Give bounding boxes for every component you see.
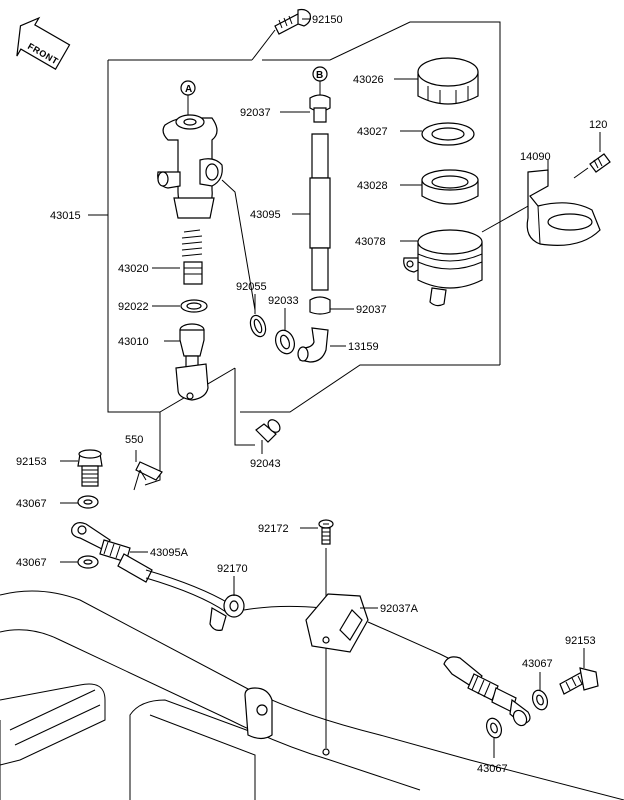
bolt-92153-right: [559, 648, 599, 695]
label-92055: 92055: [236, 281, 267, 293]
label-43078: 43078: [355, 236, 386, 248]
label-92043: 92043: [250, 458, 281, 470]
label-43067-a: 43067: [16, 498, 47, 510]
diaphragm-plate-43027: [400, 122, 475, 146]
screw-120: [573, 132, 611, 179]
chassis-outline: [0, 590, 624, 800]
master-cylinder-body: A: [157, 80, 256, 311]
label-92037A: 92037A: [380, 603, 419, 615]
o-ring-92055: [249, 314, 267, 338]
label-120: 120: [589, 119, 607, 131]
label-43067-d: 43067: [477, 763, 508, 775]
washer-43067-a: [60, 495, 99, 509]
label-43028: 43028: [357, 180, 388, 192]
svg-text:A: A: [185, 84, 192, 95]
label-43026: 43026: [353, 74, 384, 86]
clamp-92037A: [305, 593, 449, 659]
label-13159: 13159: [348, 341, 379, 353]
bolt-92153-left: [60, 449, 103, 487]
label-43067-c: 43067: [522, 658, 553, 670]
pin-92043: [255, 419, 281, 454]
bracket-14090: [526, 160, 601, 246]
clip-92022: [152, 299, 208, 313]
washer-43067-d: [485, 717, 503, 758]
label-92033: 92033: [268, 295, 299, 307]
diaphragm-43028: [400, 169, 479, 205]
label-92022: 92022: [118, 301, 149, 313]
washer-43067-c: [531, 672, 549, 711]
label-92153-left: 92153: [16, 456, 47, 468]
label-43010: 43010: [118, 336, 149, 348]
label-14090: 14090: [520, 151, 551, 163]
hose-43095: B: [280, 66, 354, 363]
cotter-pin-550: [133, 450, 163, 491]
hose-end-right: [443, 656, 531, 727]
label-550: 550: [125, 434, 143, 446]
hose-43095A: [71, 522, 231, 613]
label-43020: 43020: [118, 263, 149, 275]
reservoir-43078: [400, 204, 531, 307]
washer-43067-b: [60, 555, 99, 569]
label-92150: 92150: [312, 14, 343, 26]
push-rod-43010: [164, 323, 209, 401]
label-92037-mid: 92037: [356, 304, 387, 316]
cap-43026: [394, 57, 479, 105]
label-43095: 43095: [250, 209, 281, 221]
part-labels: 92150 43026 92037 43027 120 14090 43028 …: [16, 14, 607, 775]
label-43095A: 43095A: [150, 547, 189, 559]
label-43027: 43027: [357, 126, 388, 138]
label-43015: 43015: [50, 210, 81, 222]
label-43067-b: 43067: [16, 557, 47, 569]
bolt-92150: [251, 8, 311, 61]
label-92037-top: 92037: [240, 107, 271, 119]
spring-43020: [152, 229, 203, 285]
svg-text:B: B: [316, 70, 323, 81]
assembly-frame-43015: [107, 21, 501, 486]
circlip-92033: [274, 329, 296, 355]
front-direction-marker: FRONT: [16, 16, 71, 70]
label-92153-right: 92153: [565, 635, 596, 647]
label-92172: 92172: [258, 523, 289, 535]
clamp-92170: [209, 576, 323, 631]
label-92170: 92170: [217, 563, 248, 575]
